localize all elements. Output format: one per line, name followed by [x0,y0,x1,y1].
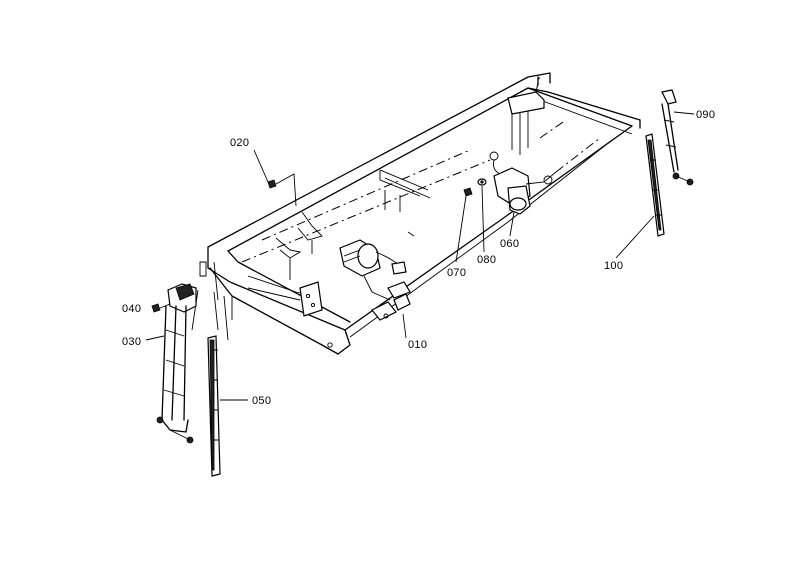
roof-frame [191,72,641,355]
right-wiper-arm [661,89,694,186]
left-wiper-arm [156,283,197,444]
callout-100: 100 [604,260,623,272]
bolt-040 [151,303,171,313]
leader-lines [145,111,695,401]
callout-070: 070 [447,267,466,279]
callout-050: 050 [252,395,271,407]
callout-labels: 020 010 040 030 050 070 080 060 090 100 [122,109,715,407]
callout-010: 010 [408,339,427,351]
left-wiper-blade [207,335,221,477]
callout-080: 080 [477,254,496,266]
rear-wiper-motor [489,119,601,215]
callout-090: 090 [696,109,715,121]
callout-040: 040 [122,303,141,315]
washer-080 [477,178,487,186]
bolt-020 [267,173,297,207]
callout-030: 030 [122,336,141,348]
front-wiper-motor [339,239,411,321]
nut-070 [463,187,473,197]
callout-020: 020 [230,137,249,149]
right-wiper-blade [645,133,665,237]
callout-060: 060 [500,238,519,250]
